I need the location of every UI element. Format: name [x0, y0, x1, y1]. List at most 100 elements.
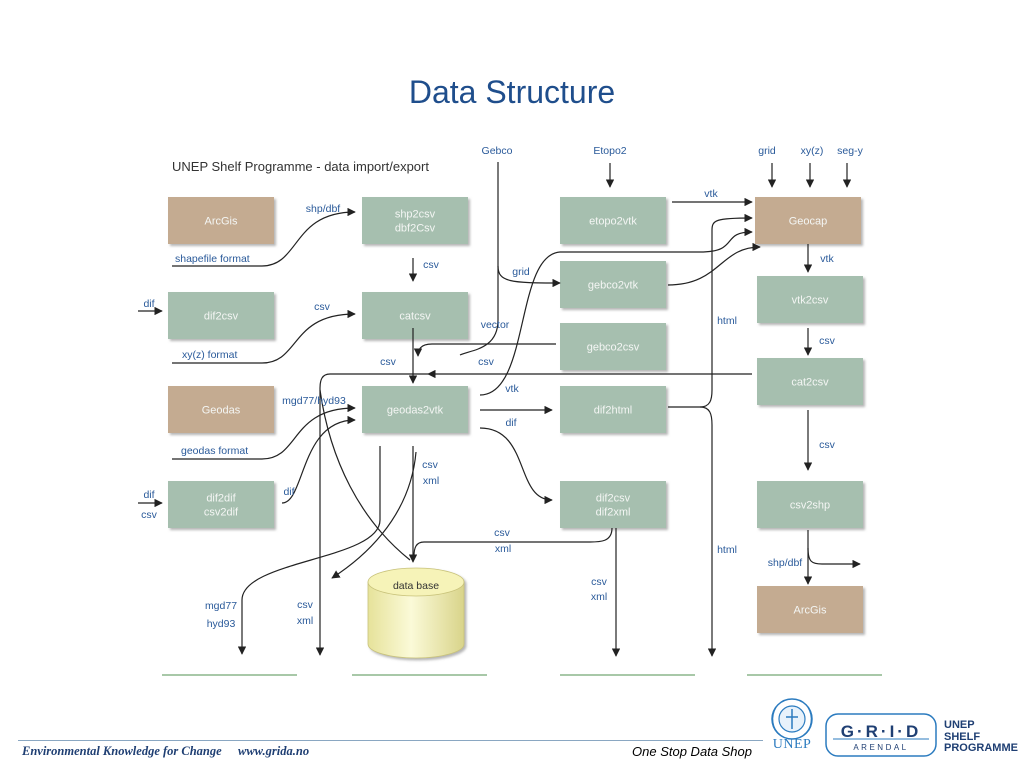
- arrow-gebco2csv-back: [413, 343, 556, 357]
- connector-label: csv: [141, 509, 158, 521]
- box-dif2csv-left: dif2csv: [168, 292, 274, 339]
- box-geodas2vtk: geodas2vtk: [362, 386, 468, 433]
- connector-label: dif: [505, 417, 516, 429]
- connector-label: csv: [591, 576, 608, 588]
- box-label: dif2csv: [596, 493, 631, 505]
- connector-label: mgd77: [205, 600, 237, 612]
- connector-label: xml: [423, 475, 439, 487]
- box-vtk2csv: vtk2csv: [757, 276, 863, 323]
- arrow-gebco-grid: [497, 162, 561, 288]
- box-gebco2csv: gebco2csv: [560, 323, 666, 370]
- arrow-shapefile: [172, 207, 356, 267]
- box-label: dif2html: [594, 405, 633, 417]
- box-rect: [757, 276, 863, 323]
- connector-label: dif: [283, 486, 294, 498]
- arrow-geodas-format: [172, 403, 356, 460]
- box-rect: [560, 481, 666, 528]
- connector-label: vtk: [704, 188, 718, 200]
- connector-label: csv: [297, 599, 314, 611]
- connector-label: xml: [591, 591, 607, 603]
- connector-label: html: [717, 315, 737, 327]
- connector-label: xy(z) format: [182, 349, 238, 361]
- connector-label: vector: [481, 319, 510, 331]
- box-csv2shp: csv2shp: [757, 481, 863, 528]
- box-label: dif2dif: [206, 493, 236, 505]
- box-label: Geocap: [789, 216, 828, 228]
- box-label: etopo2vtk: [589, 216, 637, 228]
- box-rect: [362, 386, 468, 433]
- box-rect: [168, 292, 274, 339]
- connector-label: seg-y: [837, 145, 863, 157]
- box-label: csv2shp: [790, 500, 830, 512]
- box-catcsv: catcsv: [362, 292, 468, 339]
- footer-url[interactable]: www.grida.no: [238, 744, 310, 758]
- connector-label: Etopo2: [593, 145, 626, 157]
- connector-label: html: [717, 544, 737, 556]
- arrow-csv-xml-left: [331, 451, 417, 579]
- connector-label: vtk: [505, 383, 519, 395]
- box-rect: [755, 197, 861, 244]
- connector-label: dif: [143, 489, 154, 501]
- connector-label: shp/dbf: [768, 557, 803, 569]
- box-label: vtk2csv: [792, 295, 829, 307]
- arrow-html-down: [699, 406, 717, 657]
- page-title: Data Structure: [408, 74, 616, 110]
- connector-label: shapefile format: [175, 253, 250, 265]
- connector-label: vtk: [820, 253, 834, 265]
- box-rect: [560, 323, 666, 370]
- unep-shelf-programme-logo: UNEP SHELF PROGRAMME: [944, 719, 1024, 755]
- footer-divider: [18, 740, 763, 741]
- box-label: gebco2vtk: [588, 280, 639, 292]
- grid-arendal-logo-icon: [825, 713, 937, 757]
- box-rect: [362, 292, 468, 339]
- box-rect: [362, 197, 468, 244]
- connector-label: csv: [819, 335, 836, 347]
- connector-label: xy(z): [801, 145, 824, 157]
- box-arcgis-out: ArcGis: [757, 586, 863, 633]
- line-csv-left: [315, 373, 428, 656]
- database-cylinder: [367, 567, 465, 659]
- box-label: csv2dif: [204, 507, 239, 519]
- box-label: Geodas: [202, 405, 241, 417]
- arrow-geodas-vtk: [479, 227, 753, 396]
- footer-tagline: Environmental Knowledge for Change: [22, 744, 222, 758]
- connector-label: dif: [143, 298, 154, 310]
- connector-label: grid: [758, 145, 776, 157]
- box-cat2csv: cat2csv: [757, 358, 863, 405]
- box-label: shp2csv: [395, 209, 436, 221]
- unep-logo-icon: [771, 698, 813, 740]
- connector-label: csv: [494, 527, 511, 539]
- connector-label: csv: [478, 356, 495, 368]
- grid-logo-subtext: ARENDAL: [853, 743, 909, 752]
- connectors: [138, 162, 861, 657]
- connector-label: csv: [422, 459, 439, 471]
- box-rect: [560, 197, 666, 244]
- connector-label: Gebco: [482, 145, 513, 157]
- box-dif2dif: dif2dif csv2dif: [168, 481, 274, 528]
- database-label: data base: [393, 580, 439, 592]
- box-rect: [560, 386, 666, 433]
- box-arcgis-in: ArcGis: [168, 197, 274, 244]
- box-label: geodas2vtk: [387, 405, 444, 417]
- data-structure-diagram: UNEP Shelf Programme - data import/expor…: [138, 145, 882, 676]
- arrow-xyz-format: [172, 309, 356, 364]
- box-etopo2vtk: etopo2vtk: [560, 197, 666, 244]
- connector-label: hyd93: [207, 618, 236, 630]
- box-rect: [560, 261, 666, 308]
- box-geodas-in: Geodas: [168, 386, 274, 433]
- box-rect: [168, 481, 274, 528]
- arrow-gebco-vtk: [667, 242, 761, 286]
- shelf-logo-line-2: SHELF: [944, 730, 981, 743]
- box-label: cat2csv: [791, 377, 829, 389]
- arrow-html: [668, 213, 753, 408]
- box-dif2html: dif2html: [560, 386, 666, 433]
- grid-logo-text: G·R·I·D: [840, 722, 922, 741]
- footer-right-text: One Stop Data Shop: [632, 744, 752, 759]
- diagram-subtitle: UNEP Shelf Programme - data import/expor…: [172, 159, 429, 174]
- box-gebco2vtk: gebco2vtk: [560, 261, 666, 308]
- box-label: ArcGis: [794, 605, 828, 617]
- arrow-dif2dif-out: [281, 415, 356, 504]
- box-rect: [757, 586, 863, 633]
- shelf-logo-line-1: UNEP: [944, 719, 975, 731]
